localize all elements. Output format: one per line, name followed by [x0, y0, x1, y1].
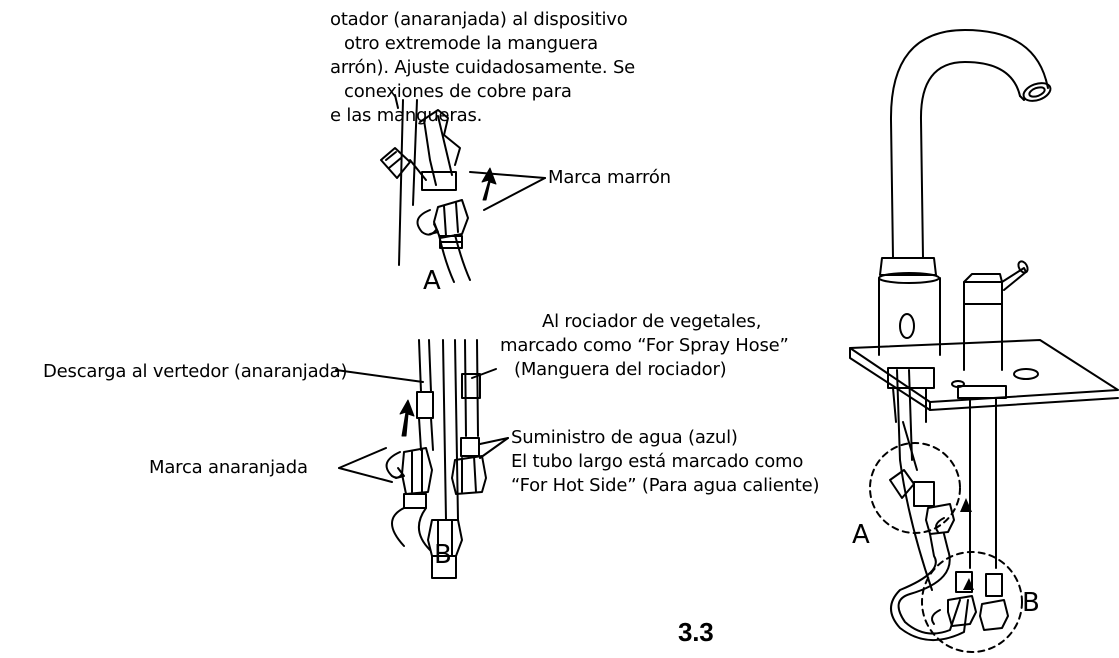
water-supply-label-line1: Suministro de agua (azul)	[511, 427, 738, 448]
detail-b-letter: B	[434, 540, 452, 570]
intro-line: otador (anaranjada) al dispositivo	[330, 9, 628, 30]
step-number: 3.3	[678, 617, 714, 647]
intro-line: otro extremode la manguera	[344, 33, 598, 54]
intro-line: e las mangueras.	[330, 105, 483, 126]
intro-line: arrón). Ajuste cuidadosamente. Se	[330, 57, 636, 78]
spray-hose-label-line1: Al rociador de vegetales,	[542, 311, 762, 332]
brown-mark-label: Marca marrón	[548, 167, 671, 188]
faucet-a-letter: A	[852, 520, 870, 550]
detail-a-drawing	[380, 94, 546, 283]
orange-mark-label: Marca anaranjada	[149, 457, 308, 478]
spray-hose-label-line3: (Manguera del rociador)	[514, 359, 727, 380]
faucet-b-letter: B	[1022, 588, 1040, 618]
water-supply-label-line3: “For Hot Side” (Para agua caliente)	[511, 475, 820, 496]
faucet-drawing	[849, 29, 1119, 653]
detail-b-drawing	[335, 339, 509, 579]
discharge-label: Descarga al vertedor (anaranjada)	[43, 361, 348, 382]
water-supply-label-line2: El tubo largo está marcado como	[511, 451, 804, 472]
detail-a-letter: A	[423, 266, 441, 296]
intro-line: conexiones de cobre para	[344, 81, 572, 102]
spray-hose-label-line2: marcado como “For Spray Hose”	[500, 335, 789, 356]
intro-paragraph: otador (anaranjada) al dispositivo otro …	[0, 8, 635, 128]
